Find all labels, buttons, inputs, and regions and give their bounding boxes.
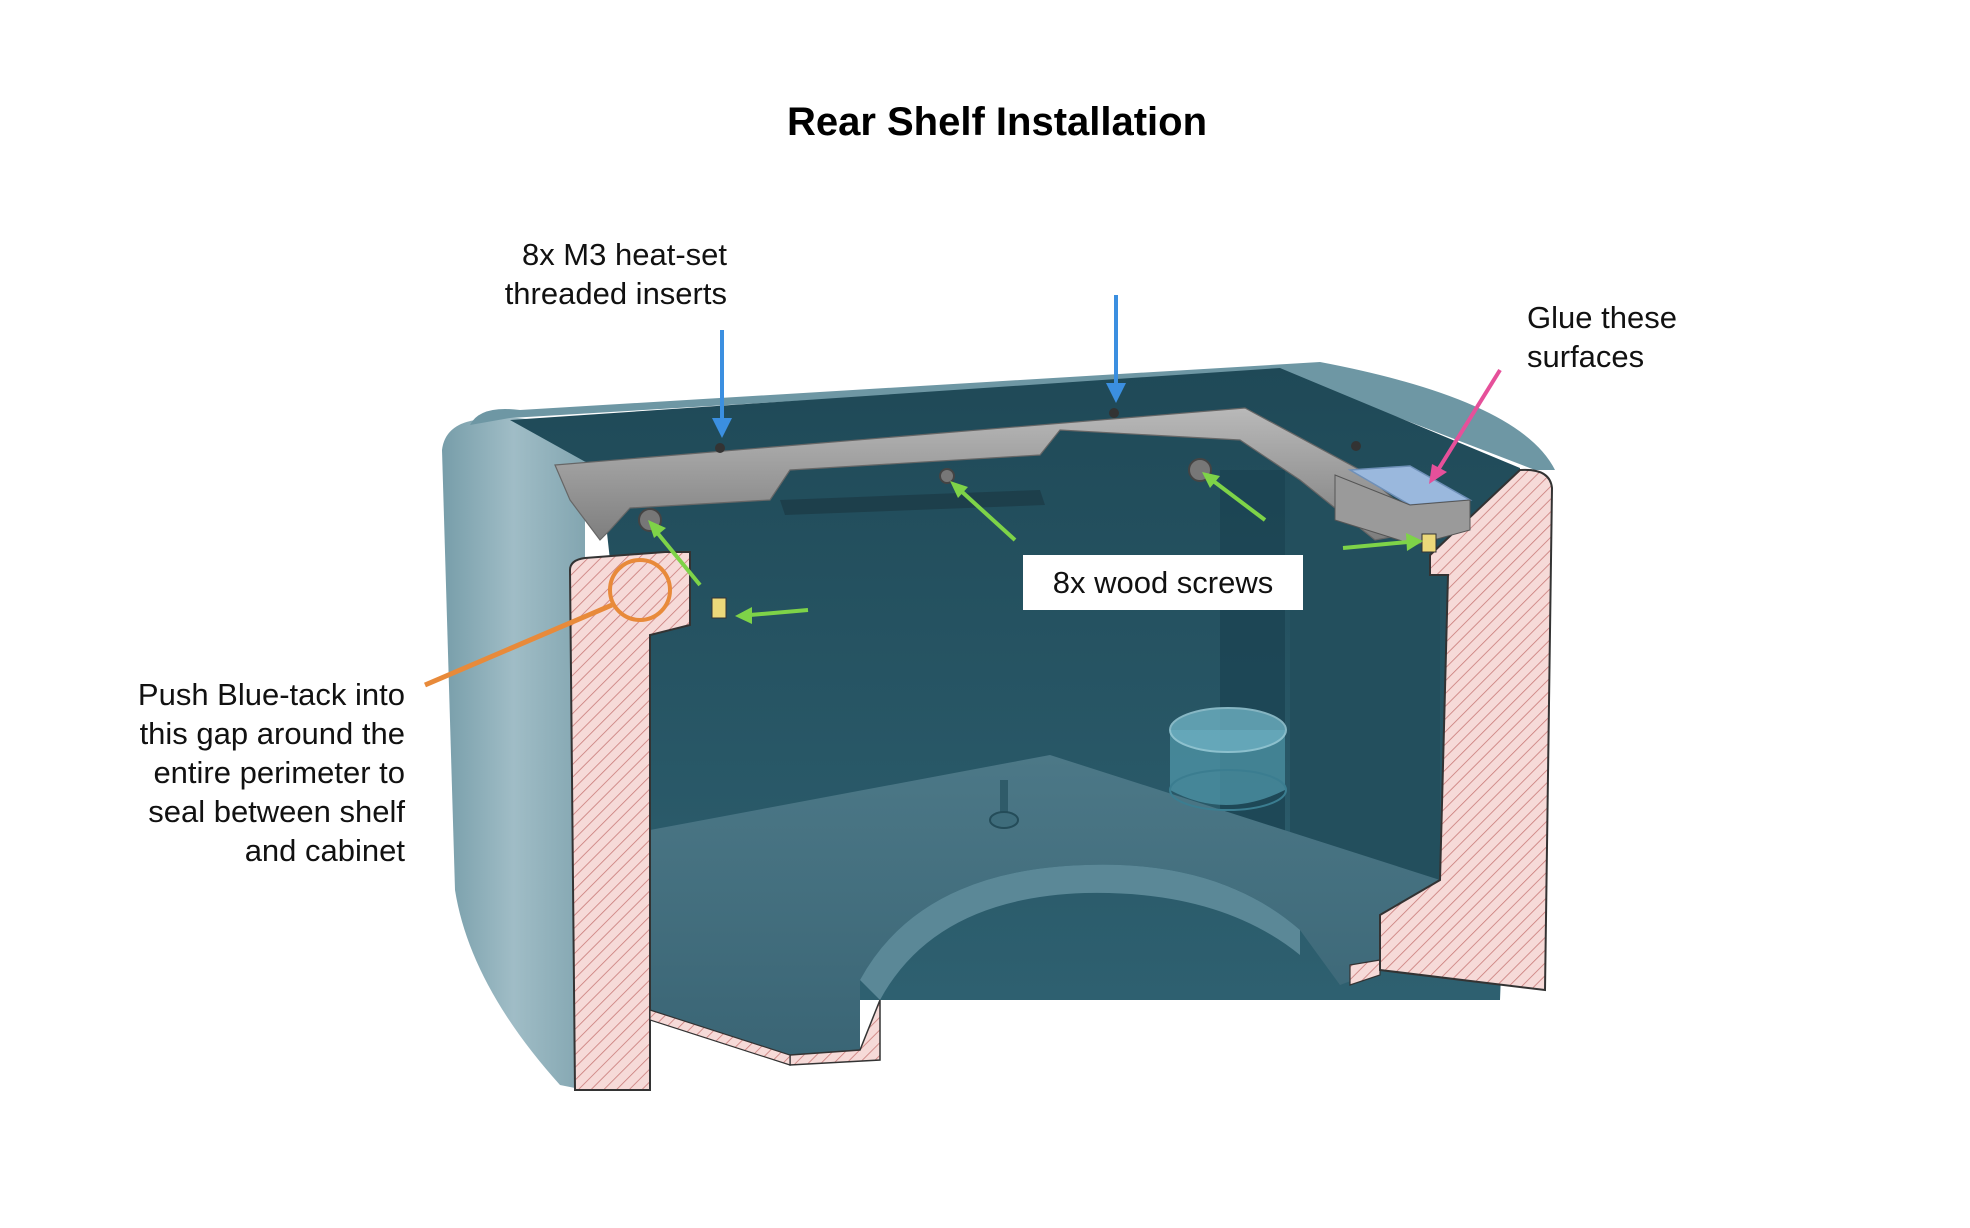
left-wall-section [568, 551, 691, 1091]
screw-arrowhead [648, 520, 666, 538]
cabinet-top-rim [470, 362, 1555, 470]
glue-arrowhead [1429, 464, 1447, 484]
blue-arrows [712, 295, 1126, 438]
green-arrows [648, 472, 1423, 624]
shelf-edge-section-left [711, 597, 727, 619]
screw-arrowhead [735, 607, 752, 624]
pink-arrow [1429, 368, 1502, 484]
bluetack-label-line2: this gap around the [140, 716, 405, 751]
cabinet [442, 362, 1555, 1091]
rear-shelf [554, 407, 1473, 619]
insert-arrowhead-left [712, 418, 732, 438]
screw-arrowhead [1406, 533, 1423, 551]
bluetack-label-line5: and cabinet [245, 833, 406, 868]
cylinder-cup [1169, 707, 1287, 811]
shelf-underside [780, 490, 1045, 515]
screws-label-box: 8x wood screws [1023, 555, 1303, 610]
screw-arrow [1342, 540, 1409, 550]
inserts-label-line2: threaded inserts [505, 276, 727, 311]
screw-arrowhead [950, 481, 968, 498]
screw-arrow [1210, 478, 1267, 522]
bluetack-leader [424, 602, 613, 688]
floor-cutout-rim [860, 864, 1300, 1000]
screw-boss [939, 468, 955, 484]
cabinet-floor [650, 755, 1440, 1055]
insert-hole [715, 443, 725, 453]
shelf-right-block [1334, 474, 1471, 546]
screw-arrowhead [1202, 472, 1220, 488]
floor-left-section [649, 1009, 791, 1066]
floor-bolt [989, 780, 1019, 829]
right-wall-section [1379, 468, 1554, 992]
cabinet-right-inner-wall [1290, 470, 1440, 910]
insert-hole [1109, 408, 1119, 418]
shelf-edge-section-right [1421, 533, 1437, 553]
screw-arrow [749, 608, 809, 617]
screws-label: 8x wood screws [1053, 565, 1274, 600]
bluetack-label-line1: Push Blue-tack into [138, 677, 405, 712]
glue-label-line1: Glue these [1527, 300, 1677, 335]
insert-arrowhead-right [1106, 383, 1126, 403]
bluetack-label-line4: seal between shelf [148, 794, 405, 829]
insert-hole [1351, 441, 1361, 451]
cabinet-left-side-panel [442, 417, 585, 1090]
inserts-label-line1: 8x M3 heat-set [522, 237, 727, 272]
glue-label-line2: surfaces [1527, 339, 1644, 374]
diagram-title: Rear Shelf Installation [787, 100, 1207, 144]
bluetack-label-line3: entire perimeter to [153, 755, 405, 790]
glue-arrow [1436, 368, 1502, 472]
screw-arrow [653, 528, 702, 587]
orange-callout [424, 558, 672, 688]
screw-arrow [958, 488, 1017, 542]
bluetack-gap-circle [608, 558, 672, 622]
floor-right-section [1349, 959, 1381, 986]
